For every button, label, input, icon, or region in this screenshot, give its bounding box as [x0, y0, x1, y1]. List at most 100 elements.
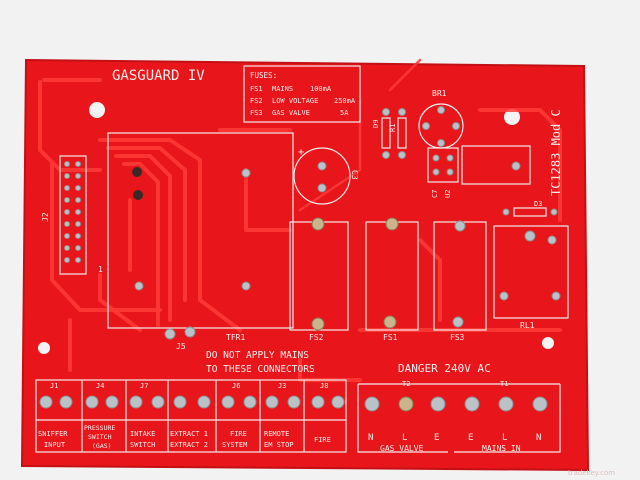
terminal-letter: E	[468, 433, 473, 443]
connector-label: FIRE	[314, 436, 331, 444]
c7-label: C7	[431, 190, 439, 198]
pad	[437, 139, 445, 147]
j2-header-outline	[59, 155, 87, 275]
connector-label: EXTRACT 1	[170, 430, 208, 438]
terminal-letter: L	[502, 433, 507, 443]
fuse-clip	[383, 315, 397, 329]
j5-label: J5	[176, 342, 186, 351]
connector-ref: J6	[232, 382, 240, 390]
c3-plus-mark: +	[298, 147, 304, 158]
fs2-label: FS2	[309, 333, 324, 342]
mounting-hole	[542, 337, 554, 349]
pcb-board	[22, 60, 588, 470]
br1-label: BR1	[432, 89, 447, 98]
connector-label: (GAS)	[92, 442, 112, 450]
r1-outline	[397, 117, 407, 149]
pad	[511, 161, 521, 171]
model-label: TC1283 Mod C	[549, 109, 563, 196]
mounting-hole	[504, 109, 520, 125]
fuse-clip	[454, 220, 466, 232]
connector-label: EM STOP	[264, 441, 294, 449]
d3-outline	[513, 207, 547, 217]
fuse-id: FS2	[250, 97, 263, 105]
fuse-id: FS1	[250, 85, 263, 93]
pad	[382, 108, 390, 116]
connector-label: INPUT	[44, 441, 66, 449]
terminal-letter: N	[368, 433, 373, 443]
mounting-hole	[38, 342, 50, 354]
d3-label: D3	[534, 200, 542, 208]
pad	[437, 106, 445, 114]
fuse-clip	[311, 317, 325, 331]
pad	[398, 108, 406, 116]
fs3-label: FS3	[450, 333, 465, 342]
gas-valve-label: GAS VALVE	[380, 444, 424, 453]
connector-label: INTAKE	[130, 430, 155, 438]
connector-ref: J4	[96, 382, 104, 390]
pad	[241, 168, 251, 178]
fuse-rating: 250mA	[334, 97, 356, 105]
heatsink-outline	[461, 145, 531, 185]
pad	[422, 122, 430, 130]
pad	[452, 122, 460, 130]
terminal-letter: N	[536, 433, 541, 443]
connector-ref: J3	[278, 382, 286, 390]
fuse-rating: 100mA	[310, 85, 332, 93]
j2-header-pins	[64, 161, 81, 263]
mains-in-label: MAINS IN	[482, 444, 521, 453]
pad	[317, 183, 327, 193]
mains-terminal-pads	[364, 396, 548, 412]
connector-label: SWITCH	[130, 441, 155, 449]
c3-capacitor-outline	[293, 147, 351, 205]
pad	[241, 281, 251, 291]
fuse-desc: GAS VALVE	[272, 109, 310, 117]
d9-outline	[381, 117, 391, 149]
pad	[398, 151, 406, 159]
fuse-table: FS1 MAINS 100mA FS2 LOW VOLTAGE 250mA FS…	[250, 85, 356, 117]
terminal-letter: E	[434, 433, 439, 443]
fuse-desc: LOW VOLTAGE	[272, 97, 318, 105]
fuse-clip	[311, 217, 325, 231]
mounting-hole	[89, 102, 105, 118]
d9-label: D9	[372, 120, 380, 128]
connector-label: SNIFFER	[38, 430, 68, 438]
connector-label: SWITCH	[88, 433, 112, 441]
connector-label: PRESSURE	[84, 424, 115, 432]
watermark: tradekey.com	[568, 469, 615, 477]
c3-label: C3	[350, 170, 359, 180]
pad	[317, 161, 327, 171]
rl1-label: RL1	[520, 321, 535, 330]
pin1-label: 1	[98, 265, 103, 274]
connector-label: REMOTE	[264, 430, 289, 438]
fs1-label: FS1	[383, 333, 398, 342]
u2-outline	[427, 147, 459, 183]
t2-label: T2	[402, 380, 410, 388]
connector-ref: J7	[140, 382, 148, 390]
transformer-outline	[107, 132, 294, 329]
connector-label: EXTRACT 2	[170, 441, 208, 449]
tfr1-label: TFR1	[226, 333, 245, 342]
fuse-id: FS3	[250, 109, 263, 117]
fuse-clip	[452, 316, 464, 328]
danger-warning: DANGER 240V AC	[398, 362, 491, 375]
rl1-relay-outline	[493, 225, 569, 319]
connector-pads	[39, 395, 345, 409]
mains-terminal-block	[357, 383, 561, 453]
pad	[133, 190, 143, 200]
pad	[134, 281, 144, 291]
connector-label: SYSTEM	[222, 441, 247, 449]
low-voltage-connectors	[35, 379, 347, 453]
u2-label: U2	[444, 190, 452, 198]
pad	[382, 151, 390, 159]
fuse-table-box	[243, 65, 361, 123]
r1-label: R1	[389, 124, 397, 132]
connector-ref: J8	[320, 382, 328, 390]
pad	[132, 167, 142, 177]
connector-label: FIRE	[230, 430, 247, 438]
t1-label: T1	[500, 380, 508, 388]
fuse-desc: MAINS	[272, 85, 293, 93]
connector-ref: J1	[50, 382, 58, 390]
terminal-letter: L	[402, 433, 407, 443]
